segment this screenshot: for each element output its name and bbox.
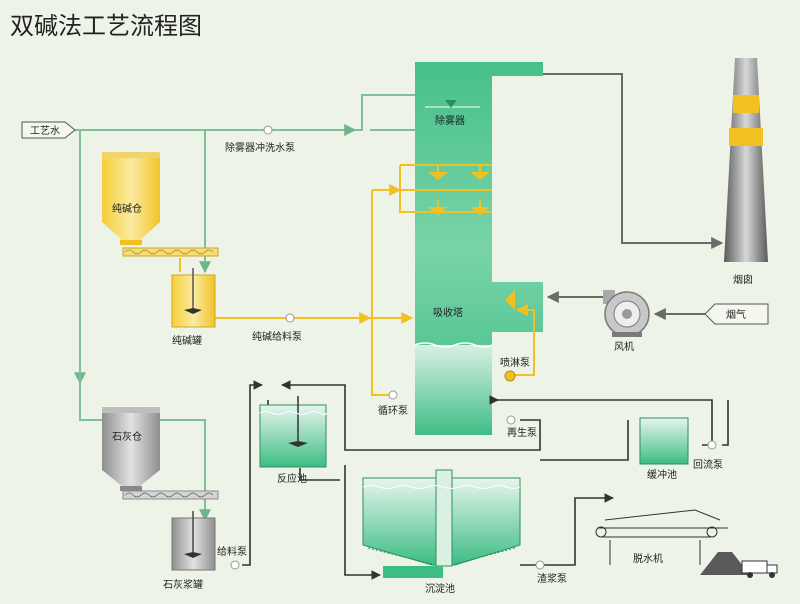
process-water-tag: 工艺水 <box>21 121 76 139</box>
feed-pump: 给料泵 <box>217 545 247 570</box>
soda-silo-label: 纯碱仓 <box>112 202 142 215</box>
buffer-tank: 缓冲池 <box>639 417 689 481</box>
absorber-tower: 除雾器 吸收塔 <box>414 62 543 435</box>
dewatering-machine-label: 脱水机 <box>633 552 663 565</box>
soda-tank: 纯碱罐 <box>171 268 216 347</box>
process-water-label: 工艺水 <box>30 125 60 137</box>
feed-pump-label: 给料泵 <box>217 545 247 558</box>
soda-tank-label: 纯碱罐 <box>172 334 202 347</box>
spray-pump-label: 喷淋泵 <box>500 356 530 369</box>
diagram-title: 双碱法工艺流程图 <box>10 12 202 40</box>
slurry-pump: 渣浆泵 <box>535 560 567 585</box>
absorber-label: 吸收塔 <box>433 306 463 319</box>
sedimentation-tank-label: 沉淀池 <box>425 582 455 595</box>
chimney: 烟囱 <box>724 58 768 286</box>
lime-slurry-tank-label: 石灰浆罐 <box>163 578 203 591</box>
sedimentation-tank: 沉淀池 <box>362 469 521 595</box>
reaction-tank: 反应池 <box>259 396 327 485</box>
demister-wash-pump: 除雾器冲洗水泵 <box>225 125 295 154</box>
return-pump: 回流泵 <box>693 440 723 471</box>
slurry-lines <box>242 380 729 580</box>
lime-silo-label: 石灰仓 <box>112 430 142 443</box>
gas-lines <box>543 73 724 320</box>
cake-pile <box>700 552 750 575</box>
regeneration-pump-label: 再生泵 <box>507 426 537 439</box>
circulation-pump: 循环泵 <box>378 390 408 417</box>
return-pump-label: 回流泵 <box>693 458 723 471</box>
soda-feed-pump-label: 纯碱给料泵 <box>252 330 302 343</box>
lime-silo: 石灰仓 <box>102 407 219 500</box>
flue-gas-tag: 烟气 <box>704 303 769 325</box>
reaction-tank-label: 反应池 <box>277 472 307 485</box>
soda-silo: 纯碱仓 <box>102 152 219 257</box>
regeneration-pump: 再生泵 <box>506 415 537 439</box>
buffer-tank-label: 缓冲池 <box>647 468 677 481</box>
circulation-pump-label: 循环泵 <box>378 404 408 417</box>
flue-gas-label: 烟气 <box>726 308 746 321</box>
demister-wash-pump-label: 除雾器冲洗水泵 <box>225 141 295 154</box>
soda-feed-pump: 纯碱给料泵 <box>252 313 302 343</box>
chimney-label: 烟囱 <box>733 273 753 286</box>
fan: 风机 <box>603 290 650 353</box>
truck-icon <box>741 560 778 578</box>
fan-label: 风机 <box>614 340 634 353</box>
spray-pump: 喷淋泵 <box>500 356 530 382</box>
dewatering-machine: 脱水机 <box>595 509 728 565</box>
slurry-pump-label: 渣浆泵 <box>537 572 567 585</box>
demister-label: 除雾器 <box>435 114 465 127</box>
lime-slurry-tank: 石灰浆罐 <box>163 511 216 591</box>
